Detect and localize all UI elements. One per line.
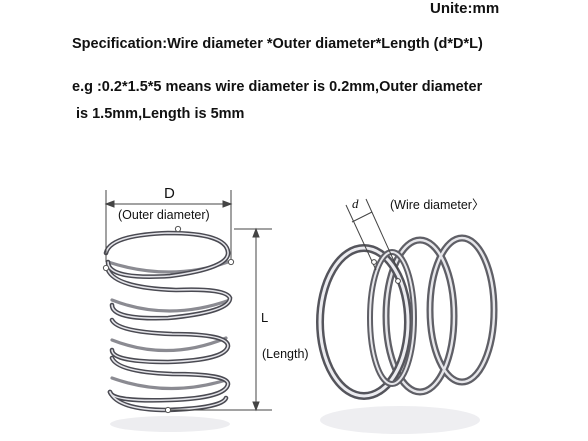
length-symbol: L [261,310,269,325]
left-spring [103,230,233,432]
units-label: Unite:mm [430,0,500,17]
wire-diameter-label: (Wire diameter〉 [390,198,485,212]
specification-text: Specification:Wire diameter *Outer diame… [72,36,483,52]
length-dimension [170,227,272,412]
outer-diameter-symbol: D [164,185,175,202]
wire-diameter-dimension [345,198,401,284]
outer-diameter-dimension [104,190,233,262]
outer-diameter-label: (Outer diameter) [118,208,210,222]
wire-diameter-symbol: d [352,196,359,211]
length-label: (Length) [262,347,309,361]
right-spring [316,234,498,434]
example-text-line-1: e.g :0.2*1.5*5 means wire diameter is 0.… [72,79,483,95]
left-spring-markers [102,225,235,414]
example-text-line-2: is 1.5mm,Length is 5mm [76,106,245,122]
